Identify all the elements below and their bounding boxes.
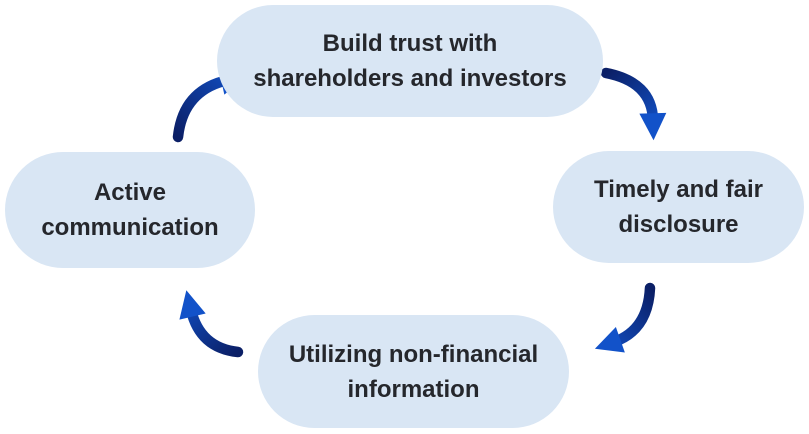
arrow-right-to-bottom [594, 282, 656, 353]
node-label-line: Utilizing non-financial [288, 340, 539, 368]
node-label-line: disclosure [618, 211, 739, 238]
node-timely-fair-disclosure: Timely and fair disclosure [553, 151, 804, 263]
node-active-communication: Active communication [5, 152, 255, 268]
arrow-top-to-right [600, 67, 667, 141]
node-label-line: shareholders and investors [253, 65, 567, 92]
node-build-trust: Build trust with shareholders and invest… [217, 5, 603, 117]
arrow-bottom-to-left [179, 290, 244, 358]
node-label-line: Active [93, 179, 167, 206]
arrow-left-to-top [172, 68, 248, 143]
node-label-line: Build trust with [322, 30, 498, 57]
node-non-financial-information: Utilizing non-financial information [258, 315, 569, 428]
node-label-line: Timely and fair [594, 176, 763, 203]
node-label-line: communication [41, 214, 219, 241]
node-label-line: information [347, 375, 480, 403]
